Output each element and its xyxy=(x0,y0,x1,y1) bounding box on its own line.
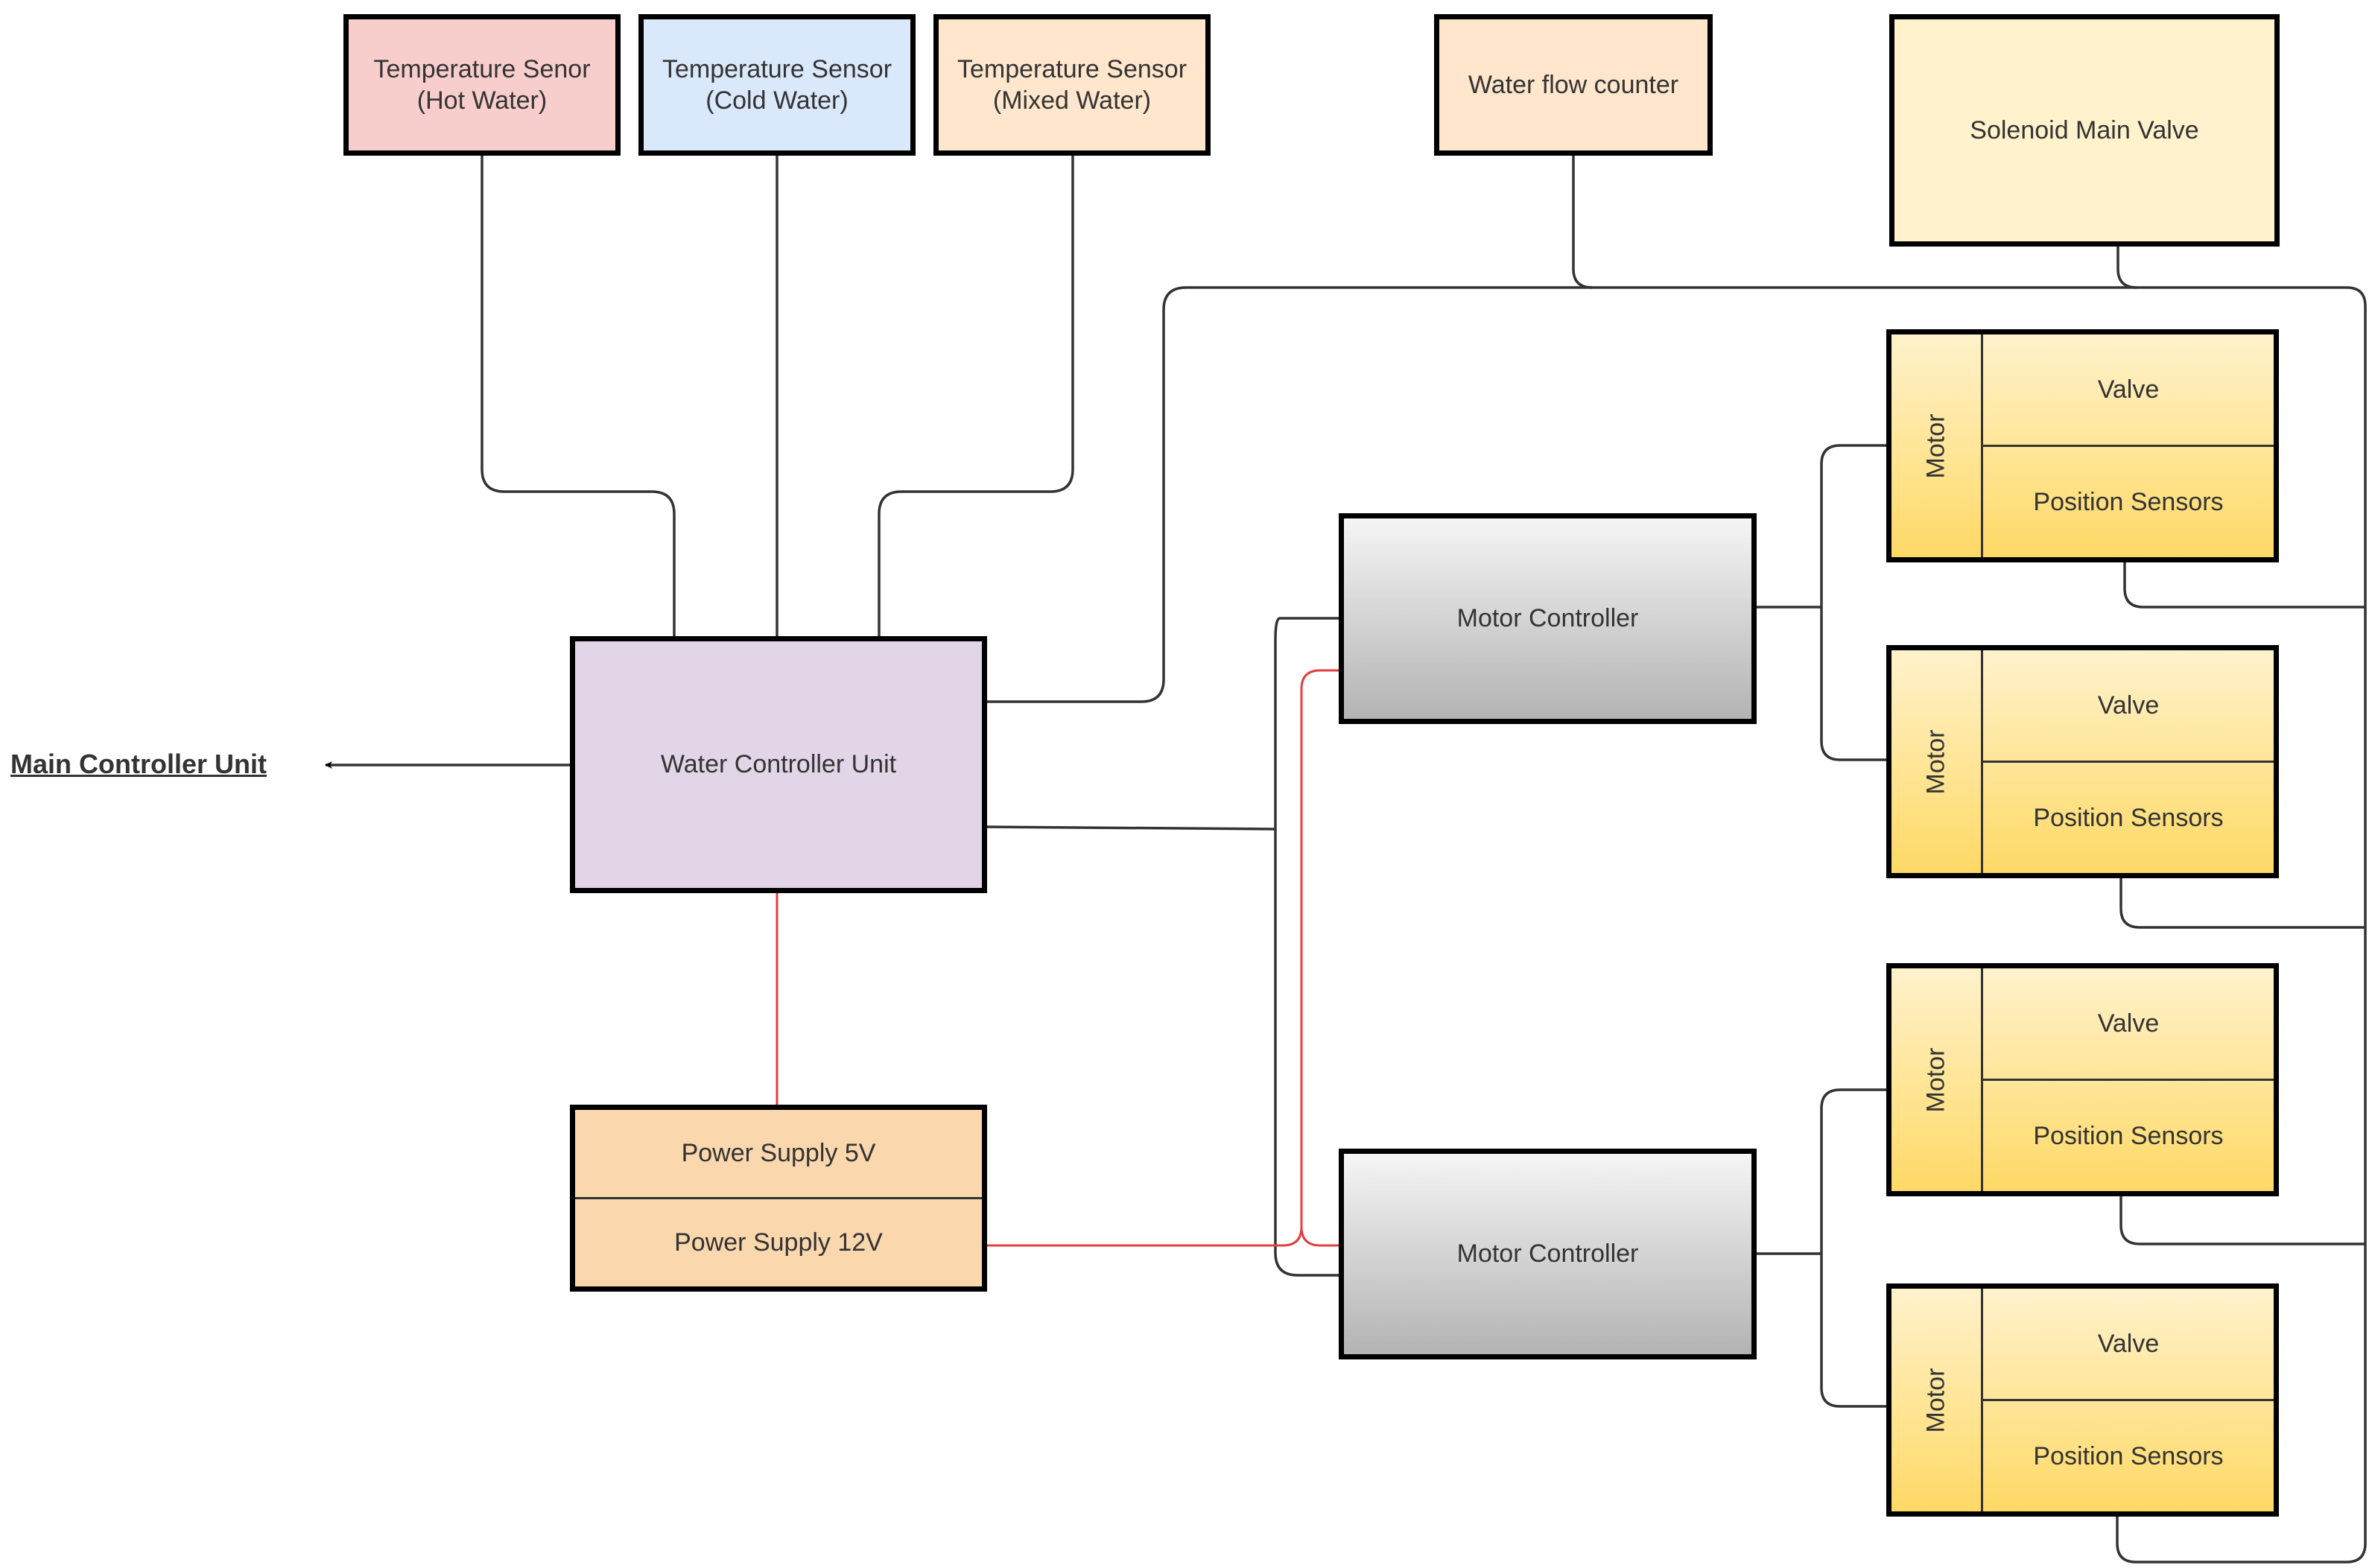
position-sensors-label: Position Sensors xyxy=(1983,445,2274,557)
valve-label: Valve xyxy=(2097,691,2160,720)
wire-assembly1-sensor xyxy=(2123,559,2365,609)
power-supply-5v: Power Supply 5V xyxy=(681,1139,876,1168)
position-sensors-label: Position Sensors xyxy=(1983,761,2274,873)
motor-label: Motor xyxy=(1891,968,1983,1191)
power-supply-12v: Power Supply 12V xyxy=(575,1197,982,1286)
power-12v-rail xyxy=(984,669,1341,1247)
valve-assembly-1: Motor Valve Position Sensors xyxy=(1886,329,2279,562)
wire-motor-bus-vertical xyxy=(1274,617,1341,1277)
motor-label: Motor xyxy=(1891,1289,1983,1511)
valve-assembly-3: Motor Valve Position Sensors xyxy=(1886,963,2279,1196)
position-sensors-label: Position Sensors xyxy=(1983,1399,2274,1511)
motor-controller-2: Motor Controller xyxy=(1339,1149,1757,1359)
wire-hot-sensor xyxy=(481,153,676,639)
wire-flow-counter xyxy=(1572,153,1593,289)
position-sensors-label: Position Sensors xyxy=(1983,1079,2274,1191)
valve-label: Valve xyxy=(2097,1009,2160,1038)
wire-assembly2-sensor xyxy=(2119,875,2365,929)
wire-assembly3-sensor xyxy=(2119,1194,2365,1245)
wire-solenoid xyxy=(2116,244,2137,289)
valve-label: Valve xyxy=(2097,1329,2160,1358)
valve-label: Valve xyxy=(2097,375,2160,404)
motor-label: Motor xyxy=(1891,334,1983,557)
motor-label: Motor xyxy=(1891,650,1983,873)
valve-assembly-2: Motor Valve Position Sensors xyxy=(1886,645,2279,878)
wire-wcu-motor-bus xyxy=(983,825,1276,831)
hot-water-temperature-sensor: Temperature Senor (Hot Water) xyxy=(343,14,621,156)
mixed-water-temperature-sensor: Temperature Sensor (Mixed Water) xyxy=(933,14,1211,156)
water-flow-counter: Water flow counter xyxy=(1434,14,1713,156)
solenoid-main-valve: Solenoid Main Valve xyxy=(1889,14,2280,247)
water-controller-unit: Water Controller Unit xyxy=(570,636,987,893)
cold-water-temperature-sensor: Temperature Sensor (Cold Water) xyxy=(638,14,916,156)
power-supply: Power Supply 5V Power Supply 12V xyxy=(570,1105,987,1292)
wire-mixed-sensor xyxy=(878,153,1074,639)
main-controller-unit-label: Main Controller Unit xyxy=(10,749,267,779)
wire-bus-top xyxy=(984,286,2367,1564)
valve-assembly-4: Motor Valve Position Sensors xyxy=(1886,1283,2279,1517)
motor-controller-1: Motor Controller xyxy=(1339,513,1757,724)
